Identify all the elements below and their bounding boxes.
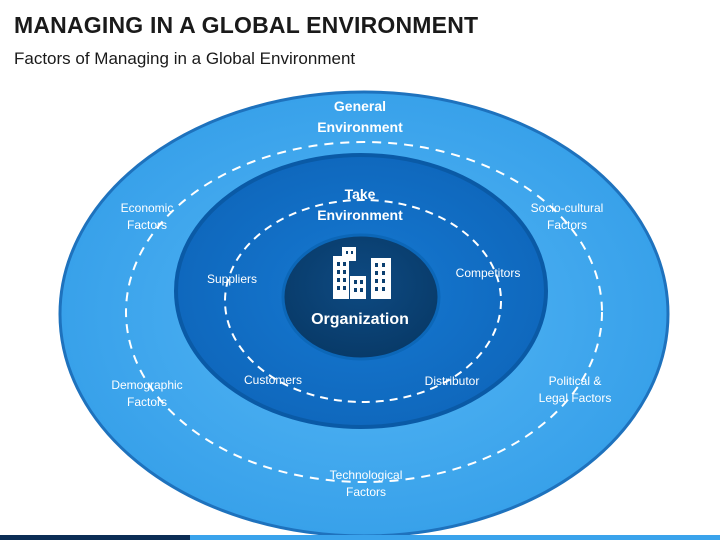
factor-customers: Customers [244,373,302,387]
general-environment-title-line1: General [334,98,386,114]
take-environment-dashed-orbit [224,199,502,403]
factor-competitors: Competitors [456,266,521,280]
footer-bar-light [190,535,720,540]
buildings-icon [333,247,391,299]
factor-suppliers: Suppliers [207,272,257,286]
factor-political-legal-line2: Legal Factors [539,391,612,405]
factor-technological-line1: Technological [330,468,403,482]
factor-demographic-line1: Demographic [111,378,182,392]
take-environment-title-line1: Take [345,186,376,202]
factor-socio-cultural-line1: Socio-cultural [531,201,604,215]
factor-demographic-line2: Factors [127,395,167,409]
factor-economic-line2: Factors [127,218,167,232]
general-environment-dashed-orbit [125,141,603,483]
factor-economic-line1: Economic [121,201,174,215]
footer-bar [0,535,720,540]
factor-political-legal-line1: Political & [549,374,602,388]
factor-distributor: Distributor [425,374,480,388]
general-environment-title-line2: Environment [317,119,403,135]
page-subtitle: Factors of Managing in a Global Environm… [14,49,356,68]
factor-technological-line2: Factors [346,485,386,499]
page-title: MANAGING IN A GLOBAL ENVIRONMENT [14,12,479,38]
factor-socio-cultural-line2: Factors [547,218,587,232]
take-environment-title-line2: Environment [317,207,403,223]
organization-label: Organization [311,311,409,328]
footer-bar-dark [0,535,190,540]
